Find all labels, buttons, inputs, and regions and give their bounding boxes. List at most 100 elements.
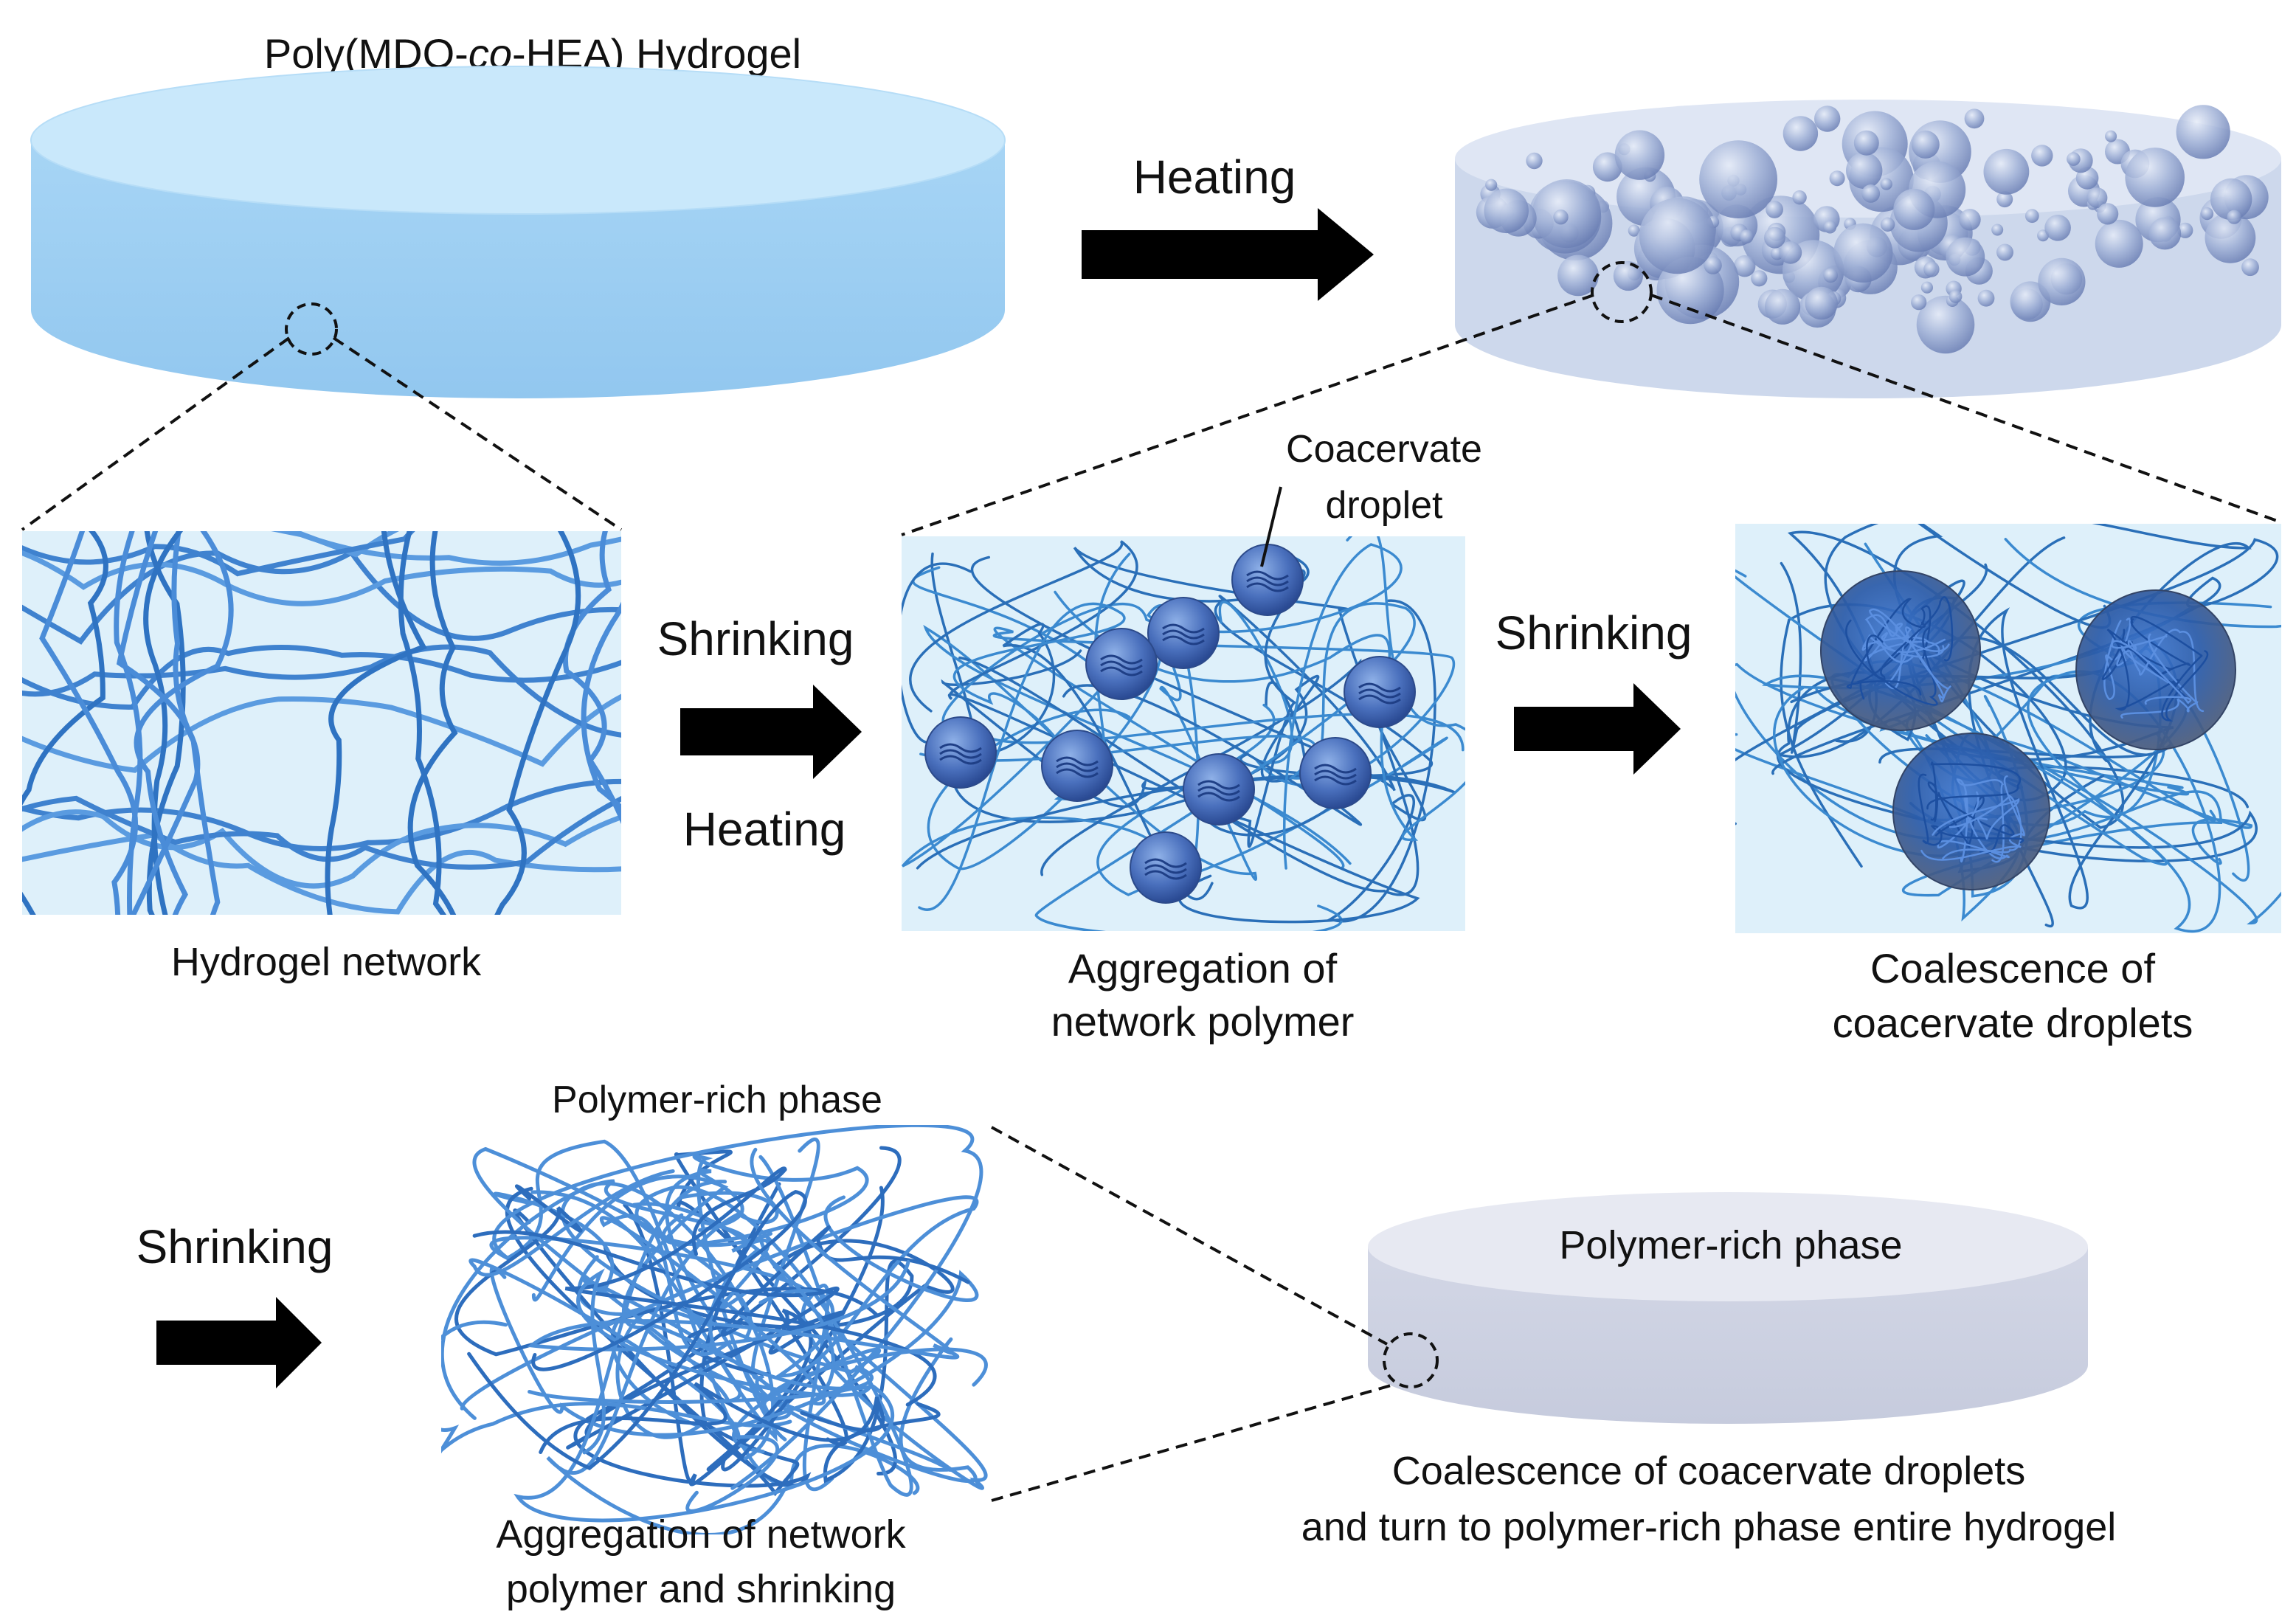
bubble (1485, 179, 1498, 191)
bubble (1946, 237, 1985, 277)
polymer-fiber (564, 1166, 937, 1407)
arrow-label-shrinking-3: Shrinking (136, 1220, 333, 1273)
bubble (2097, 203, 2119, 225)
arrow-shrinking-2 (1514, 683, 1681, 775)
coacervate-droplet (1130, 831, 1202, 904)
polymer-fiber (1942, 794, 2022, 859)
polymer-fiber (494, 531, 581, 915)
diagram-title: Poly(MDO-co-HEA) Hydrogel (264, 30, 801, 77)
polymer-fiber (441, 1179, 770, 1420)
bubble (1782, 116, 1819, 151)
bubble (1557, 255, 1599, 297)
polymer-fiber (407, 531, 458, 915)
bubble (2125, 148, 2185, 207)
polymer-fiber (1920, 775, 2025, 861)
arrow-label-shrinking-2: Shrinking (1495, 606, 1692, 660)
hydrogel-disc (30, 66, 1006, 398)
coalesced-droplet (1820, 570, 1981, 731)
polymer-fiber (1926, 761, 2022, 821)
caption-final-line1: Coalescence of coacervate droplets (1392, 1449, 2026, 1493)
caption-polymer-rich-line1: Aggregation of network (496, 1512, 906, 1557)
zoom-lines-row1 (21, 294, 2282, 536)
polymer-fiber (22, 549, 621, 645)
polymer-fiber (1846, 598, 1926, 696)
bubble (1699, 140, 1778, 218)
polymer-fiber (467, 1189, 807, 1470)
panel-coalescence (1735, 524, 2281, 933)
bubble (1613, 260, 1643, 291)
bubble (1923, 261, 1940, 277)
bubble (1880, 178, 1892, 190)
bubble (1779, 241, 1802, 264)
arrow-heating-top (1082, 208, 1374, 301)
caption-coalescence-line1: Coalescence of (1870, 945, 2155, 992)
arrow-label-heating-top: Heating (1133, 150, 1296, 204)
polymer-fiber (1864, 614, 1914, 663)
bubble (1911, 294, 1927, 311)
polymer-fiber (2127, 629, 2205, 713)
polymer-fiber (22, 531, 108, 915)
bubble (1996, 191, 2013, 208)
polymer-fiber (1861, 634, 1946, 653)
bubble (1764, 226, 1785, 249)
bubble (1614, 130, 1665, 180)
polymer-fiber (1869, 608, 1951, 702)
final-disc (1368, 1192, 2088, 1424)
dense-fibers (441, 1125, 988, 1534)
bubble (2044, 215, 2071, 241)
polymer-fiber (1918, 773, 2024, 846)
bubble (1829, 170, 1845, 187)
coacervate-droplet (1231, 544, 1304, 616)
caption-aggregation-line2: network polymer (1051, 998, 1355, 1045)
coacervate-droplet (1299, 737, 1372, 809)
bubble (2241, 258, 2259, 277)
bubble (1526, 152, 1543, 170)
polymer-fiber (970, 556, 1434, 792)
polymer-fiber (1866, 626, 1938, 706)
bubble (1484, 188, 1529, 234)
bubble (2210, 178, 2252, 221)
polymer-fiber (514, 1180, 894, 1523)
bubble (2024, 209, 2039, 224)
bubble (1916, 295, 1975, 354)
zoom-circle-hydrogel (285, 302, 338, 356)
polymer-fiber (22, 795, 621, 870)
polymer-fiber (916, 649, 1456, 870)
coacervate-droplet (1344, 656, 1416, 728)
polymer-fiber (1054, 536, 1465, 842)
polymer-fiber (454, 1184, 879, 1357)
bubble (2200, 207, 2214, 221)
final-disc-top (1368, 1192, 2088, 1301)
polymer-fiber (398, 531, 446, 915)
polymer-fiber (22, 809, 621, 889)
polymer-fiber (441, 1321, 792, 1454)
bubble (1751, 270, 1768, 287)
polymer-fiber (581, 601, 621, 812)
bubble (1959, 209, 1981, 231)
coalesced-droplet (1892, 733, 2050, 890)
bubble (2227, 210, 2241, 224)
bubble (2038, 257, 2086, 305)
panel-aggregation (902, 536, 1465, 931)
polymer-fiber (941, 543, 1465, 870)
polymer-fiber (144, 531, 186, 915)
polymer-fiber (505, 1182, 800, 1497)
polymer-fiber (1932, 797, 2020, 840)
bubble-group (1476, 105, 2269, 354)
bubble (1983, 148, 2030, 195)
polymer-fiber (2120, 633, 2199, 719)
bubble (1996, 243, 2013, 261)
polymer-fiber (22, 550, 621, 606)
polymer-fiber (528, 1268, 874, 1455)
callout-pointer (1260, 486, 1282, 567)
bubble (1739, 229, 1754, 244)
bubble (1823, 268, 1838, 283)
bubble (1853, 130, 1879, 156)
bubble (2176, 105, 2230, 159)
zoom-circle-final (1383, 1332, 1439, 1388)
bubble (1734, 255, 1756, 277)
bubble (1765, 288, 1801, 325)
polymer-fiber (546, 1191, 786, 1534)
bubble (1880, 217, 1895, 232)
bubble (1911, 130, 1940, 159)
